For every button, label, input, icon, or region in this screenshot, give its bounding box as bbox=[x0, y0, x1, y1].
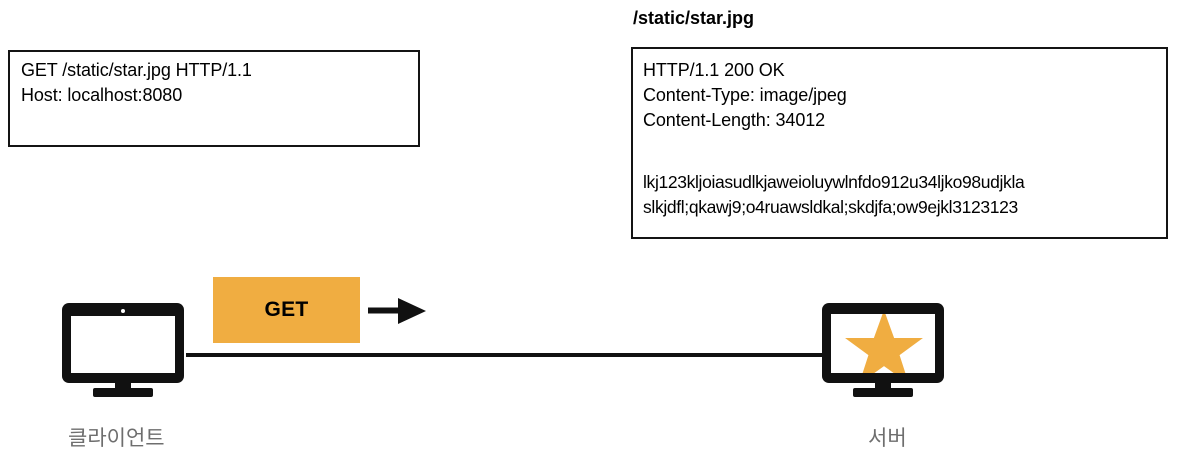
star-icon bbox=[845, 314, 923, 373]
network-connection-line bbox=[186, 353, 832, 357]
monitor-stand-neck bbox=[115, 383, 131, 392]
get-method-chip: GET bbox=[213, 277, 360, 343]
monitor-screen bbox=[71, 316, 175, 373]
http-request-box bbox=[8, 50, 420, 147]
get-method-label: GET bbox=[264, 298, 309, 321]
server-caption: 서버 bbox=[868, 427, 907, 450]
arrow-right-icon bbox=[368, 298, 426, 324]
http-response-box bbox=[631, 47, 1168, 239]
monitor-camera-dot bbox=[121, 309, 125, 313]
response-resource-title: /static/star.jpg bbox=[633, 8, 755, 28]
http-response-headers: HTTP/1.1 200 OK Content-Type: image/jpeg… bbox=[643, 60, 847, 130]
monitor-stand-foot bbox=[853, 388, 913, 397]
http-request-text: GET /static/star.jpg HTTP/1.1 Host: loca… bbox=[21, 60, 252, 105]
monitor-screen bbox=[831, 314, 935, 373]
http-response-body: lkj123kljoiasudlkjaweioluywlnfdo912u34lj… bbox=[643, 172, 1025, 217]
monitor-stand-neck bbox=[875, 383, 891, 392]
client-caption: 클라이언트 bbox=[68, 427, 165, 450]
monitor-stand-foot bbox=[93, 388, 153, 397]
client-monitor-icon bbox=[62, 303, 184, 397]
server-monitor-icon bbox=[822, 303, 944, 397]
